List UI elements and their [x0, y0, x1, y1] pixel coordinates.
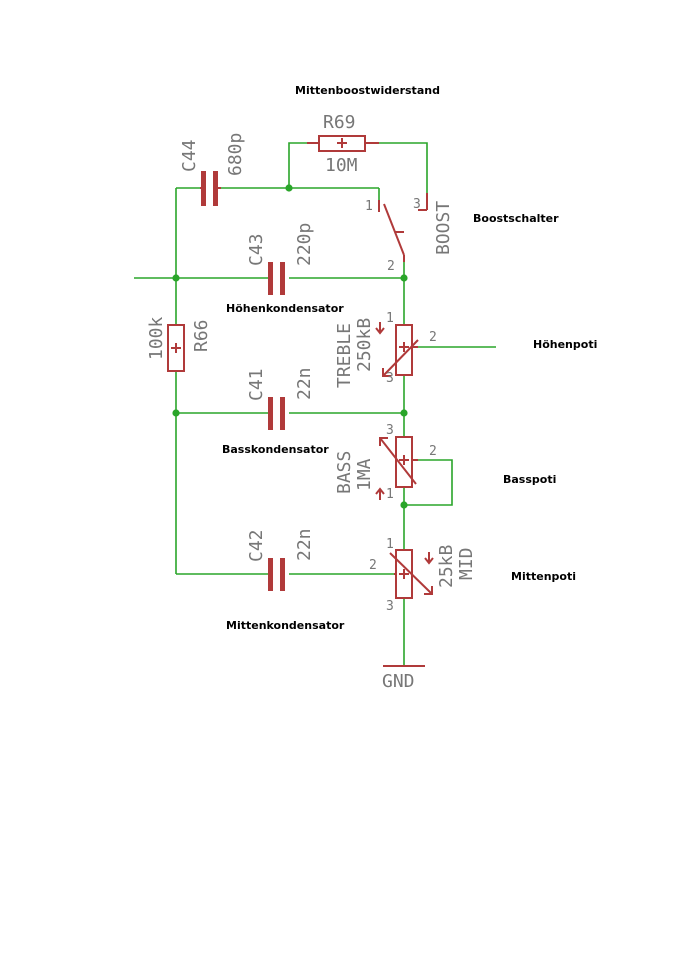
annotations: Mittenboostwiderstand Boostschalter Höhe…	[222, 84, 597, 632]
mid-name: MID	[456, 547, 477, 580]
note-hoehenkondensator: Höhenkondensator	[226, 302, 344, 315]
junction-dot	[400, 501, 408, 509]
c44-value: 680p	[225, 133, 246, 176]
capacitor-c43: C43 220p	[246, 223, 315, 295]
c44-name: C44	[179, 139, 200, 172]
c43-name: C43	[246, 233, 267, 266]
bass-pin2: 2	[429, 444, 437, 459]
note-mittenboostwiderstand: Mittenboostwiderstand	[295, 84, 440, 97]
c41-name: C41	[246, 368, 267, 401]
treble-name: TREBLE	[334, 323, 355, 388]
boost-pin1: 1	[365, 199, 373, 214]
note-basskondensator: Basskondensator	[222, 443, 329, 456]
resistor-r66: 100k R66	[146, 316, 212, 372]
ground-symbol: GND	[382, 665, 425, 692]
junction-dot	[285, 184, 293, 192]
switch-boost: 1 2 3 BOOST	[365, 193, 454, 274]
mid-pin3: 3	[386, 599, 394, 614]
junction-dot	[400, 409, 408, 417]
resistor-r69: R69 10M	[307, 112, 379, 176]
note-boostschalter: Boostschalter	[473, 212, 559, 225]
mid-value: 25kB	[436, 545, 457, 588]
treble-pin3: 3	[386, 371, 394, 386]
mid-pin1: 1	[386, 537, 394, 552]
treble-pin2: 2	[429, 330, 437, 345]
r66-value: 100k	[146, 316, 167, 360]
r69-value: 10M	[325, 155, 358, 176]
note-mittenkondensator: Mittenkondensator	[226, 619, 345, 632]
boost-name: BOOST	[433, 201, 454, 255]
potentiometer-bass: 3 2 1 BASS 1MA	[334, 423, 437, 502]
c41-value: 22n	[294, 367, 315, 400]
potentiometer-mid: 1 2 3 25kB MID	[369, 537, 477, 614]
c42-name: C42	[246, 529, 267, 562]
junction-dot	[172, 409, 180, 417]
wires	[134, 142, 496, 666]
r69-name: R69	[323, 112, 356, 133]
bass-name: BASS	[334, 451, 355, 494]
r66-name: R66	[191, 319, 212, 352]
junction-dot	[172, 274, 180, 282]
junction-dot	[400, 274, 408, 282]
capacitor-c41: C41 22n	[246, 367, 315, 430]
c42-value: 22n	[294, 528, 315, 561]
gnd-label: GND	[382, 671, 415, 692]
capacitor-c42: C42 22n	[246, 528, 315, 591]
capacitor-c44: C44 680p	[179, 133, 246, 206]
mid-pin2: 2	[369, 558, 377, 573]
potentiometer-treble: 1 2 3 TREBLE 250kB	[334, 311, 437, 388]
note-basspoti: Basspoti	[503, 473, 556, 486]
treble-pin1: 1	[386, 311, 394, 326]
bass-value: 1MA	[354, 458, 375, 491]
boost-pin2: 2	[387, 259, 395, 274]
c43-value: 220p	[294, 223, 315, 266]
bass-pin1: 1	[386, 487, 394, 502]
junctions	[172, 184, 408, 509]
boost-pin3: 3	[413, 197, 421, 212]
bass-pin3: 3	[386, 423, 394, 438]
treble-value: 250kB	[354, 318, 375, 372]
note-mittenpoti: Mittenpoti	[511, 570, 576, 583]
note-hoehenpoti: Höhenpoti	[533, 338, 597, 351]
